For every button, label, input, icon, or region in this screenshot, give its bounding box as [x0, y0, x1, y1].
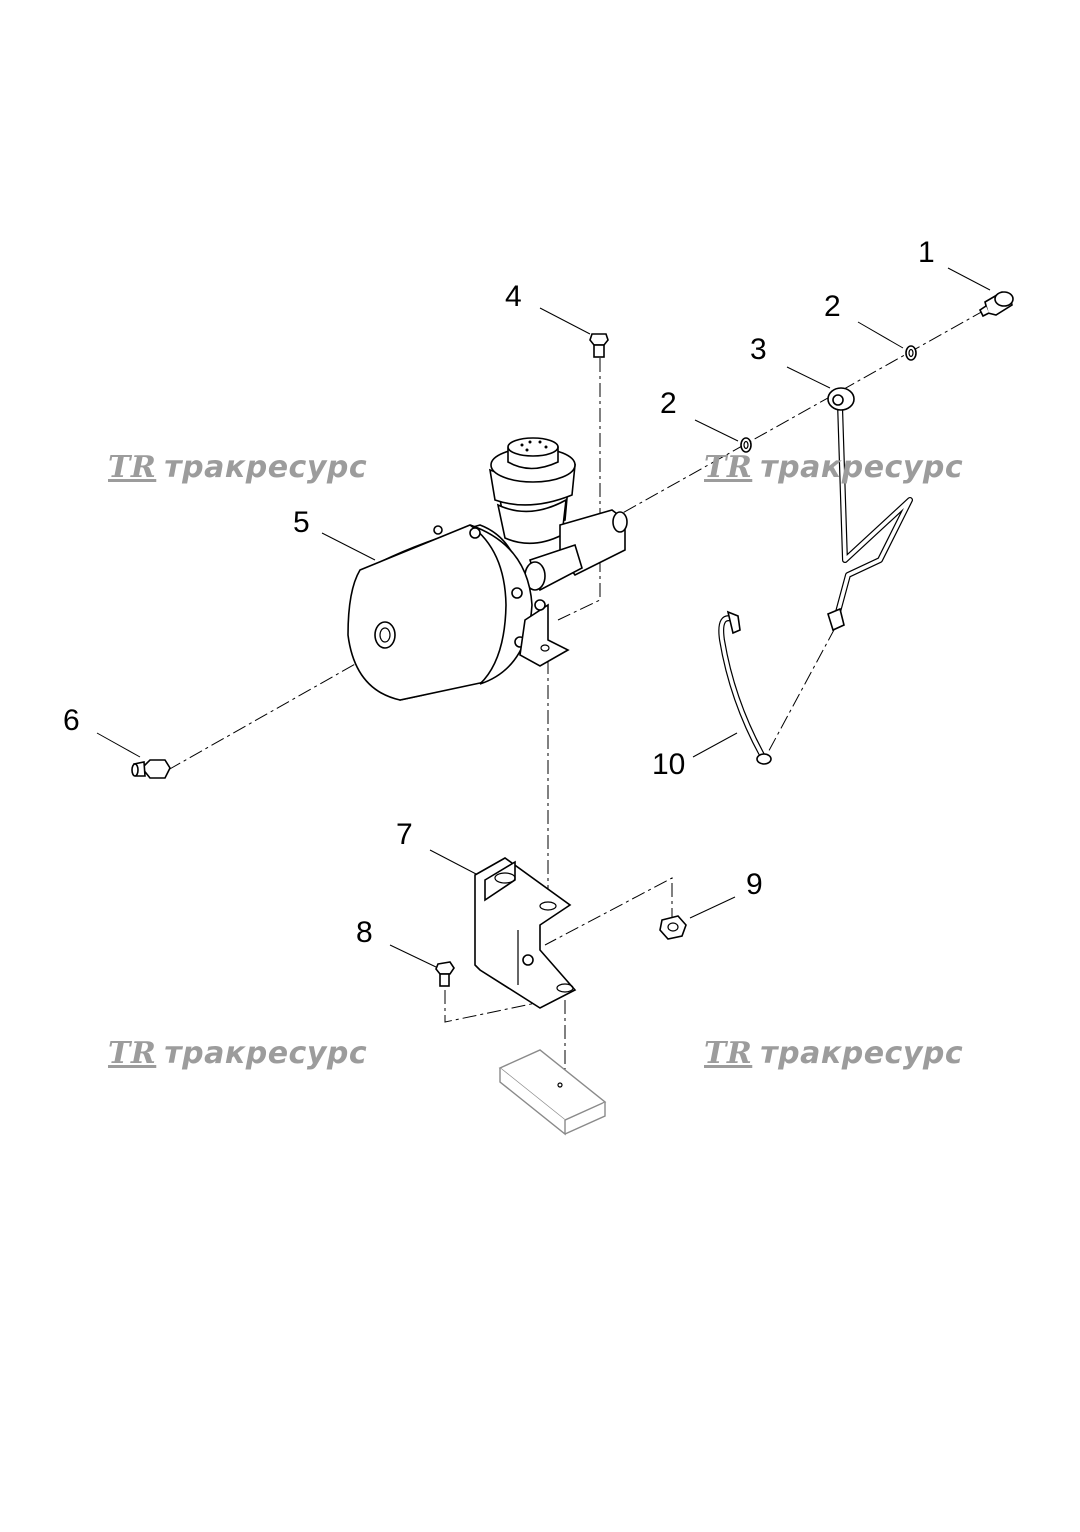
- watermark-logo: TR: [108, 450, 157, 485]
- callout-7: 7: [396, 818, 413, 851]
- watermark-text: тракресурс: [164, 1036, 368, 1071]
- watermark-text: тракресурс: [164, 450, 368, 485]
- pipe-assembly-part-3: [827, 387, 913, 632]
- callout-2-upper: 2: [824, 290, 841, 323]
- callout-9: 9: [746, 868, 763, 901]
- leader-4: [539, 307, 591, 335]
- leader-9: [689, 896, 736, 919]
- callout-4: 4: [505, 280, 522, 313]
- axis-line-bolt4: [557, 358, 601, 621]
- leader-2a: [857, 321, 904, 349]
- bracket-part-7: [474, 857, 577, 1009]
- bolt-part-8: [435, 961, 455, 987]
- axis-line-fitting6: [167, 649, 381, 771]
- leader-7: [429, 849, 479, 876]
- watermark-logo: TR: [108, 1036, 157, 1071]
- watermark-logo: TR: [704, 1036, 753, 1071]
- nut-part-9: [659, 915, 687, 940]
- leader-1: [947, 267, 991, 291]
- leader-2b: [694, 419, 739, 442]
- callout-2-lower: 2: [660, 387, 677, 420]
- booster-part-5: [347, 437, 628, 701]
- fitting-part-6: [131, 759, 171, 779]
- leader-10: [692, 732, 738, 758]
- leader-6: [96, 732, 141, 758]
- leader-5: [321, 532, 376, 561]
- callout-10: 10: [652, 748, 686, 781]
- watermark-text: тракресурс: [760, 450, 964, 485]
- axis-line-hose10: [764, 627, 836, 759]
- hose-part-10: [718, 610, 772, 765]
- axis-line-nut9: [544, 877, 673, 946]
- callout-5: 5: [293, 506, 310, 539]
- callout-1: 1: [918, 236, 935, 269]
- leader-3: [786, 366, 831, 389]
- watermark-logo: TR: [704, 450, 753, 485]
- callout-8: 8: [356, 916, 373, 949]
- washer-part-2-lower: [740, 437, 752, 453]
- bolt-part-4: [589, 333, 609, 358]
- mounting-plate: [498, 1049, 607, 1136]
- watermark-text: тракресурс: [760, 1036, 964, 1071]
- washer-part-2-upper: [905, 345, 917, 361]
- callout-6: 6: [63, 704, 80, 737]
- axis-line-banjo: [609, 309, 986, 521]
- banjo-bolt-part-1: [978, 291, 1014, 318]
- axis-line-bolt8: [444, 990, 561, 1023]
- callout-3: 3: [750, 333, 767, 366]
- leader-8: [389, 944, 437, 968]
